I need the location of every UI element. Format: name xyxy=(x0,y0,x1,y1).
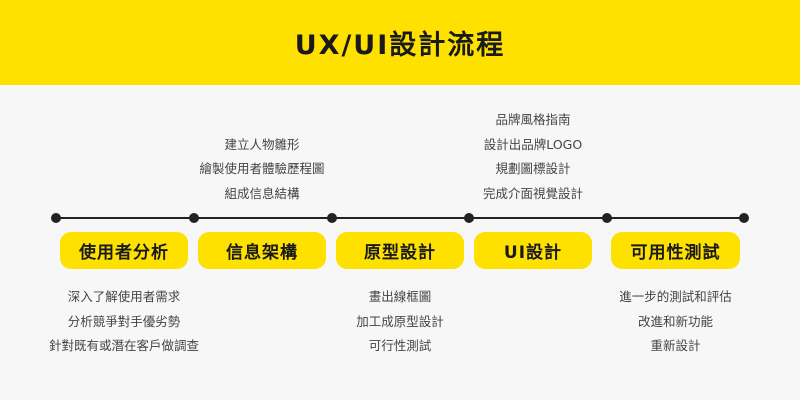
step-notes-below: 畫出線框圖加工成原型設計可行性測試 xyxy=(296,285,504,359)
step-label: 可用性測試 xyxy=(611,232,740,269)
step-notes-below: 進一步的測試和評估改進和新功能重新設計 xyxy=(571,285,780,359)
timeline-dot xyxy=(602,213,612,223)
step-note: 深入了解使用者需求 xyxy=(67,289,181,304)
step-label: 使用者分析 xyxy=(60,232,188,269)
process-step: 原型設計畫出線框圖加工成原型設計可行性測試 xyxy=(336,0,464,400)
step-notes-above: 品牌風格指南設計出品牌LOGO 規劃圖標設計完成介面視覺設計 xyxy=(434,108,632,206)
step-note: 完成介面視覺設計 xyxy=(482,185,583,201)
process-step: 信息架構 建立人物雛形繪製使用者體驗歷程圖組成信息結構 xyxy=(198,0,326,400)
step-note: 建立人物雛形 xyxy=(224,136,300,152)
process-step: 使用者分析深入了解使用者需求分析競爭對手優劣勢針對既有或潛在客戶做調查 xyxy=(49,0,199,400)
step-note: 繪製使用者體驗歷程圖 xyxy=(199,161,325,176)
header-banner: UX/UI設計流程 xyxy=(0,0,800,85)
timeline-dot xyxy=(464,213,474,223)
timeline-line xyxy=(56,217,744,219)
step-note: 進一步的測試和評估 xyxy=(619,289,732,304)
step-notes-below: 深入了解使用者需求分析競爭對手優劣勢針對既有或潛在客戶做調查 xyxy=(20,285,228,359)
step-label: 原型設計 xyxy=(336,232,464,269)
step-note: 規劃圖標設計 xyxy=(495,161,571,176)
step-label: 信息架構 xyxy=(198,232,326,269)
step-note: 組成信息結構 xyxy=(224,185,300,201)
step-note: 可行性測試 xyxy=(368,338,432,353)
step-note: 品牌風格指南 xyxy=(495,112,571,127)
timeline-dot xyxy=(739,213,749,223)
step-note: 加工成原型設計 xyxy=(356,313,444,329)
step-note: 針對既有或潛在客戶做調查 xyxy=(48,338,199,353)
timeline-dot xyxy=(51,213,61,223)
step-note: 畫出線框圖 xyxy=(368,289,432,304)
step-label: UI設計 xyxy=(474,232,592,269)
process-step: UI設計 品牌風格指南設計出品牌LOGO 規劃圖標設計完成介面視覺設計 xyxy=(474,0,592,400)
step-note: 分析競爭對手優劣勢 xyxy=(67,313,181,329)
timeline-dot xyxy=(189,213,199,223)
page-title: UX/UI設計流程 xyxy=(294,30,506,61)
timeline-dot xyxy=(327,213,337,223)
step-note: 重新設計 xyxy=(650,338,701,353)
step-notes-above: 建立人物雛形繪製使用者體驗歷程圖組成信息結構 xyxy=(158,133,366,207)
step-note: 改進和新功能 xyxy=(637,313,713,329)
step-note: 設計出品牌LOGO xyxy=(483,136,583,152)
process-step: 可用性測試進一步的測試和評估改進和新功能重新設計 xyxy=(611,0,740,400)
